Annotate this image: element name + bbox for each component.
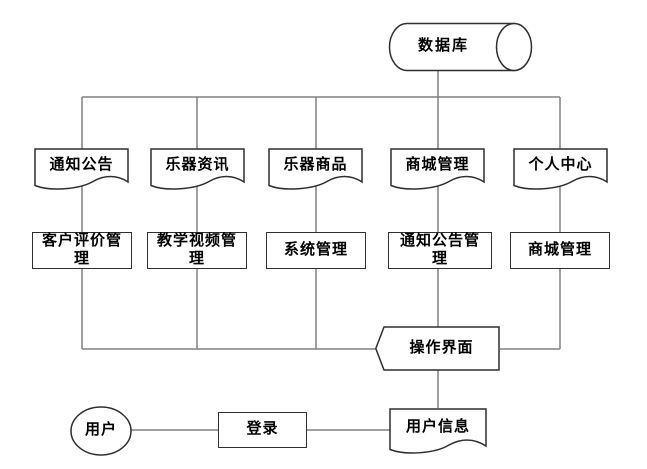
login-label: 登录 [246,421,279,438]
module-label: 乐器资讯 [165,157,230,174]
module-label: 个人中心 [528,157,593,174]
function-label: 通知公告管理 [399,233,480,267]
document-shape-icon [513,148,608,190]
database-node: 数据库 [388,22,533,72]
function-label: 教学视频管理 [156,233,237,267]
function-node-notice-mgmt: 通知公告管理 [388,232,492,269]
user-node: 用户 [70,406,132,456]
cylinder-shape-icon [388,22,533,72]
operation-interface-label: 操作界面 [409,339,474,356]
module-node-instrument-news: 乐器资讯 [150,148,245,195]
user-info-label: 用户信息 [405,419,470,436]
function-node-mall-mgmt: 商城管理 [510,232,610,269]
pentagon-shape-icon [375,326,500,371]
document-shape-icon [150,148,245,190]
function-label: 商城管理 [527,241,592,258]
module-label: 乐器商品 [283,157,348,174]
document-shape-icon [34,148,129,190]
function-label: 客户评价管理 [41,233,122,267]
database-label: 数据库 [417,38,469,55]
user-label: 用户 [84,422,117,439]
module-label: 商城管理 [405,157,470,174]
operation-interface-node: 操作界面 [375,326,500,371]
document-shape-icon [390,148,485,190]
user-info-node: 用户信息 [389,408,487,460]
function-node-system-mgmt: 系统管理 [266,232,366,269]
module-node-personal-center: 个人中心 [513,148,608,195]
module-node-instrument-goods: 乐器商品 [268,148,363,195]
module-node-notice: 通知公告 [34,148,129,195]
document-shape-icon [268,148,363,190]
module-label: 通知公告 [49,157,114,174]
document-shape-icon [389,408,487,454]
function-label: 系统管理 [283,241,348,258]
function-node-teaching-video-mgmt: 教学视频管理 [147,232,247,269]
login-node: 登录 [218,412,307,448]
ellipse-shape-icon [70,406,132,456]
module-node-mall: 商城管理 [390,148,485,195]
function-node-customer-review-mgmt: 客户评价管理 [32,232,132,269]
